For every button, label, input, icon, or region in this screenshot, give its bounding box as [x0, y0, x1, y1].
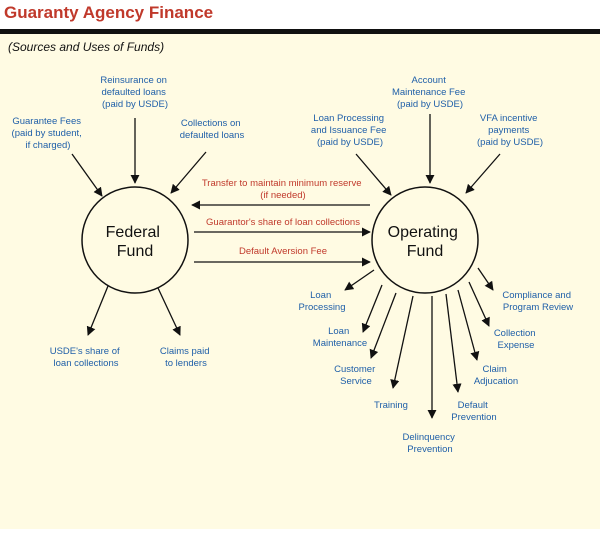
delinquency-prevention-label: Delinquency Prevention: [403, 432, 458, 455]
usde-share-label: USDE's share of loan collections: [50, 346, 123, 369]
federal-fund-circle: [81, 186, 189, 294]
vfa-payments-label: VFA incentive payments (paid by USDE): [477, 113, 543, 148]
title-rule: [0, 29, 600, 34]
customer-service-label: Customer Service: [334, 364, 378, 387]
arrow-default-prevention: [445, 293, 462, 393]
arrow-vfa-payments: [465, 153, 501, 194]
operating-output-arrows: [344, 267, 494, 419]
arrow-loan-maintenance: [361, 284, 383, 333]
claim-adjucation-label: Claim Adjucation: [474, 364, 518, 387]
reinsurance-label: Reinsurance on defaulted loans (paid by …: [100, 75, 169, 110]
collections-label: Collections on defaulted loans: [180, 118, 245, 141]
arrow-claims-paid: [157, 287, 181, 336]
arrow-claim-adjucation: [457, 289, 480, 361]
page-title: Guaranty Agency Finance: [4, 3, 214, 22]
arrow-collections: [170, 151, 207, 194]
default-aversion-label: Default Aversion Fee: [239, 246, 327, 257]
operating-fund-label: Operating Fund: [388, 224, 463, 260]
collection-expense-label: Collection Expense: [494, 328, 538, 351]
loan-maintenance-label: Loan Maintenance: [313, 326, 367, 349]
compliance-label: Compliance and Program Review: [502, 290, 573, 313]
arrow-usde-share: [86, 285, 109, 336]
minimum-reserve-label: Transfer to maintain minimum reserve (if…: [202, 178, 364, 201]
diagram-panel: [0, 34, 600, 529]
arrow-guarantee-fees: [71, 153, 103, 197]
transfer-arrows: [191, 200, 371, 267]
federal-output-arrows: [86, 285, 181, 336]
arrow-customer-service: [369, 292, 397, 359]
default-prevention-label: Default Prevention: [451, 400, 496, 423]
training-label: Training: [374, 400, 408, 411]
operating-fund-circle: [371, 186, 479, 294]
diagram-subtitle: (Sources and Uses of Funds): [8, 40, 165, 54]
account-maintenance-fee-label: Account Maintenance Fee (paid by USDE): [392, 75, 468, 110]
arrow-collection-expense: [468, 281, 490, 327]
claims-paid-label: Claims paid to lenders: [160, 346, 212, 369]
arrow-training: [390, 295, 414, 389]
arrow-compliance: [477, 267, 494, 291]
federal-fund-label: Federal Fund: [106, 224, 165, 260]
header: Guaranty Agency Finance: [0, 0, 600, 30]
guarantor-share-label: Guarantor's share of loan collections: [206, 217, 360, 228]
guarantee-fees-label: Guarantee Fees (paid by student, if char…: [12, 116, 85, 151]
federal-input-arrows: [71, 118, 207, 197]
loan-processing-fee-label: Loan Processing and Issuance Fee (paid b…: [311, 113, 389, 148]
arrow-loan-processing-fee: [355, 153, 392, 196]
arrow-loan-processing: [344, 269, 375, 291]
loan-processing-label: Loan Processing: [299, 290, 346, 313]
operating-input-arrows: [355, 114, 501, 196]
